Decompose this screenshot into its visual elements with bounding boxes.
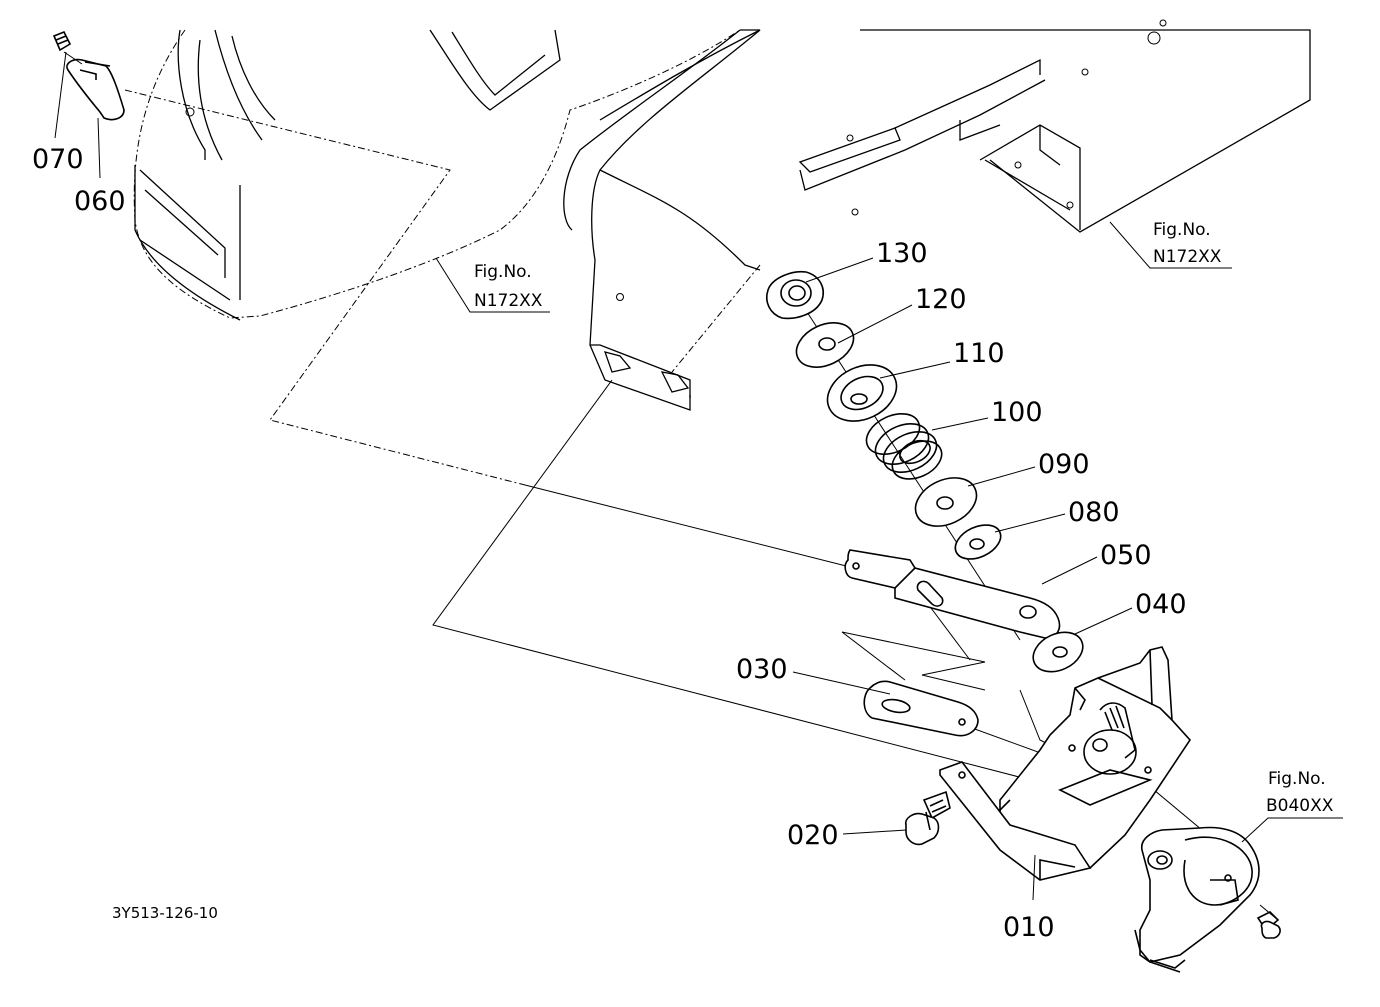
callout-labels: 070 060 130 120 110 100 090 080 050 040 …: [32, 144, 1187, 943]
part-120-washer: [795, 322, 855, 368]
fig-ref-c-label: Fig.No.: [1268, 769, 1326, 789]
callout-130: 130: [876, 238, 928, 269]
drawing-code: 3Y513-126-10: [112, 904, 218, 922]
callout-080: 080: [1068, 497, 1120, 528]
part-090-washer: [914, 477, 978, 527]
callout-110: 110: [953, 338, 1005, 369]
left-body-panel: [124, 29, 741, 486]
part-110-collar: [826, 364, 898, 422]
part-030-plate: [863, 680, 979, 737]
part-130-nut: [766, 270, 824, 320]
fig-ref-a-number: N172XX: [474, 291, 543, 311]
part-070-bolt: [52, 30, 72, 52]
part-010-bracket: [939, 646, 1192, 881]
callout-100: 100: [991, 397, 1043, 428]
sensor-unit: [1134, 826, 1281, 973]
fig-ref-b-number: N172XX: [1153, 247, 1222, 267]
fig-reference-a: Fig.No. N172XX: [474, 262, 543, 311]
callout-020: 020: [787, 820, 839, 851]
callout-050: 050: [1100, 540, 1152, 571]
callout-070: 070: [32, 144, 84, 175]
callout-060: 060: [74, 186, 126, 217]
part-080-washer: [954, 524, 1002, 560]
callout-040: 040: [1135, 589, 1187, 620]
fig-ref-a-label: Fig.No.: [474, 262, 532, 282]
callout-leaders: [54, 51, 1343, 901]
callout-120: 120: [915, 284, 967, 315]
part-020-bolt: [904, 790, 951, 846]
fig-reference-c: Fig.No. B040XX: [1266, 769, 1334, 816]
callout-030: 030: [736, 654, 788, 685]
part-050-lever: [844, 549, 1061, 639]
fig-reference-b: Fig.No. N172XX: [1153, 220, 1222, 267]
callout-090: 090: [1038, 449, 1090, 480]
fig-ref-c-number: B040XX: [1266, 796, 1334, 816]
part-040-washer: [1032, 631, 1084, 673]
fig-ref-b-label: Fig.No.: [1153, 220, 1211, 240]
part-060-cover: [63, 51, 125, 121]
part-100-spring: [865, 413, 943, 480]
right-frame: [599, 19, 1311, 233]
callout-010: 010: [1003, 912, 1055, 943]
middle-bracket-plate: [563, 29, 761, 411]
